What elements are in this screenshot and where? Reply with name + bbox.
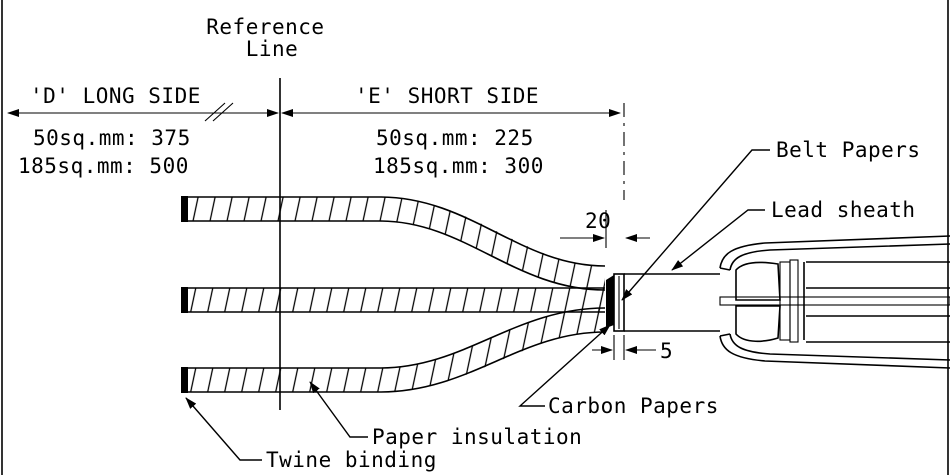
- d-value-50sqmm: 50sq.mm: 375: [33, 126, 191, 150]
- dim-20-label: 20: [585, 209, 611, 233]
- bedding-filler: [735, 261, 781, 301]
- conductor: [719, 296, 950, 306]
- bedding-filler: [735, 305, 781, 343]
- twine-binding-leader: [185, 397, 262, 461]
- binder-tape: [789, 259, 799, 343]
- e-value-50sqmm: 50sq.mm: 225: [376, 126, 534, 150]
- lead-sheath-leader: [671, 209, 765, 271]
- paper-insulation-leader: [309, 381, 368, 438]
- twine-binding-cap: [181, 196, 188, 222]
- cable-core-block: [624, 273, 720, 332]
- belt-papers-leader: [621, 149, 770, 301]
- core-top: [185, 196, 606, 291]
- reference-line-label: Reference Line: [206, 15, 337, 61]
- paper-insulation-label: Paper insulation: [372, 425, 582, 449]
- twine-binding-cap: [181, 367, 188, 393]
- d-break-mark: [212, 102, 234, 122]
- e-value-185sqmm: 185sq.mm: 300: [373, 154, 544, 178]
- d-break-mark: [204, 102, 226, 122]
- core-middle: [185, 287, 605, 313]
- e-short-side-label: 'E' SHORT SIDE: [355, 84, 539, 108]
- carbon-papers-label: Carbon Papers: [548, 394, 719, 418]
- lead-sheath: [719, 235, 950, 369]
- binder-tape: [779, 261, 791, 341]
- carbon-papers: [606, 275, 614, 328]
- twine-binding-label: Twine binding: [266, 448, 437, 472]
- core-bottom: [185, 307, 606, 393]
- lead-sheath-label: Lead sheath: [771, 198, 916, 222]
- carbon-papers-leader: [518, 324, 611, 407]
- d-value-185sqmm: 185sq.mm: 500: [18, 154, 189, 178]
- twine-binding-cap: [181, 287, 188, 313]
- d-long-side-label: 'D' LONG SIDE: [30, 84, 201, 108]
- dim-5-label: 5: [660, 339, 673, 363]
- belt-papers-label: Belt Papers: [776, 138, 921, 162]
